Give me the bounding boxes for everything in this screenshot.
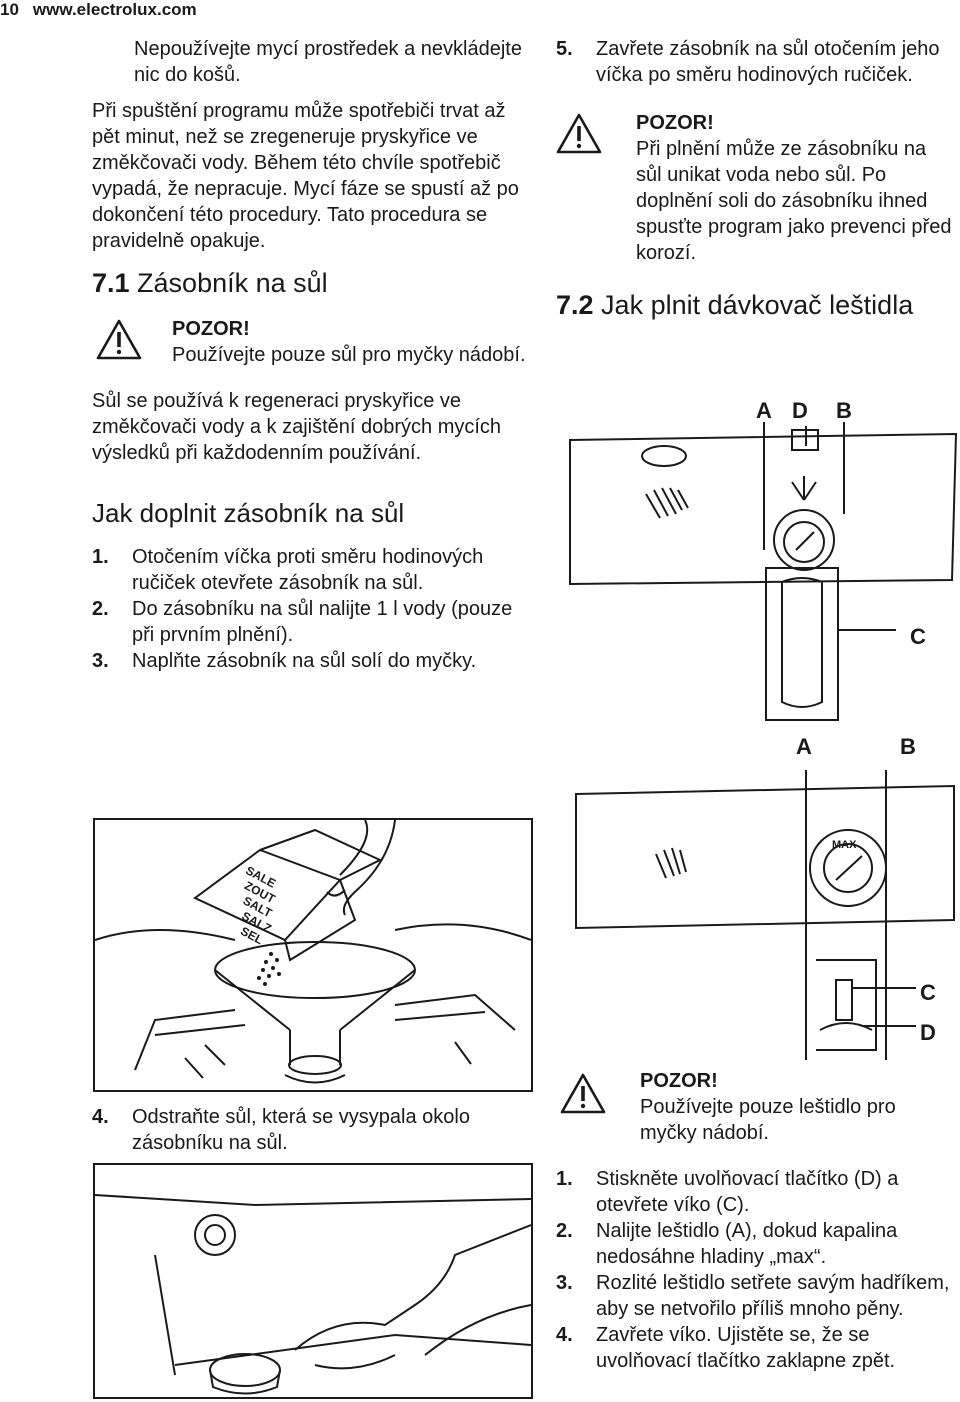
rinse-aid-instructions: POZOR! Používejte pouze leštidlo pro myč… [556,1068,956,1374]
figure-wiping-salt [93,1163,533,1399]
dial-text: MAX [832,839,857,851]
step-list-5: 5.Zavřete zásobník na sůl otočením jeho … [556,36,956,88]
intro-paragraph-2: Při spuštění programu může spotřebiči tr… [92,100,519,252]
label-b: B [836,398,852,423]
page-header: 10 www.electrolux.com [0,0,197,20]
site-url: www.electrolux.com [32,0,197,19]
intro-paragraph-1: Nepoužívejte mycí prostředek a nevkládej… [134,38,522,86]
step-item: 2.Nalijte leštidlo (A), dokud kapalina n… [556,1220,898,1268]
section-title-rinse-aid: 7.2 Jak plnit dávkovač leštidla [556,288,956,322]
warning-text: Používejte pouze leštidlo pro myčky nádo… [640,1096,896,1144]
section-number: 7.2 [556,290,594,320]
warning-title: POZOR! [172,318,250,340]
warning-title: POZOR! [636,112,714,134]
warning-text: Při plnění může ze zásobníku na sůl unik… [636,138,952,264]
label-b: B [900,734,916,759]
warning-salt-filling: POZOR! Při plnění může ze zásobníku na s… [556,110,956,266]
salt-pouring-illustration: SALE ZOUT SALT SALZ SEL [94,819,532,1084]
section-number: 7.1 [92,268,130,298]
warning-text: Používejte pouze sůl pro myčky nádobí. [172,344,526,366]
step-item: 2.Do zásobníku na sůl nalijte 1 l vody (… [92,598,513,646]
dispenser-open-illustration: MAX [575,770,955,1060]
page-number: 10 [0,0,19,19]
step-4: 4.Odstraňte sůl, která se vysypala okolo… [92,1104,532,1156]
step-item: 3.Naplňte zásobník na sůl solí do myčky. [92,650,477,672]
figure-dispenser-2: A B C D MAX [556,730,960,1070]
label-d: D [792,398,808,423]
label-c: C [910,624,926,649]
subhead-refill: Jak doplnit zásobník na sůl [92,498,405,528]
dispenser-illustration [569,422,958,721]
warning-icon [556,113,602,154]
rinse-aid-steps: 1.Stiskněte uvolňovací tlačítko (D) a ot… [556,1166,956,1374]
salt-wiping-illustration [94,1194,532,1395]
label-a: A [796,734,812,759]
refill-steps: 1.Otočením víčka proti směru hodinových … [92,544,532,674]
step-item: 3.Rozlité leštidlo setřete savým hadříke… [556,1272,950,1320]
section-title-salt: 7.1 Zásobník na sůl [92,266,532,300]
section-title-text: Zásobník na sůl [129,268,328,298]
warning-salt: POZOR! Používejte pouze sůl pro myčky ná… [92,316,532,368]
salt-body: Sůl se používá k regeneraci pryskyřice v… [92,390,502,464]
step-item: 1.Otočením víčka proti směru hodinových … [92,546,484,594]
figure-pouring-salt: SALE ZOUT SALT SALZ SEL [93,818,533,1092]
step-item: 5.Zavřete zásobník na sůl otočením jeho … [556,38,940,86]
section-title-text: Jak plnit dávkovač leštidla [593,290,914,320]
right-column: 5.Zavřete zásobník na sůl otočením jeho … [556,36,956,322]
warning-icon [560,1073,606,1114]
left-column: Nepoužívejte mycí prostředek a nevkládej… [92,36,532,674]
step-item: 4.Zavřete víko. Ujistěte se, že se uvolň… [556,1324,896,1372]
step-list-4: 4.Odstraňte sůl, která se vysypala okolo… [92,1104,532,1156]
figure-dispenser-1: A D B C [556,390,960,760]
label-c: C [920,980,936,1005]
step-item: 4.Odstraňte sůl, která se vysypala okolo… [92,1106,470,1154]
label-a: A [756,398,772,423]
label-d: D [920,1020,936,1045]
warning-rinse-aid: POZOR! Používejte pouze leštidlo pro myč… [556,1068,956,1146]
warning-title: POZOR! [640,1070,718,1092]
step-item: 1.Stiskněte uvolňovací tlačítko (D) a ot… [556,1168,899,1216]
warning-icon [96,319,142,360]
